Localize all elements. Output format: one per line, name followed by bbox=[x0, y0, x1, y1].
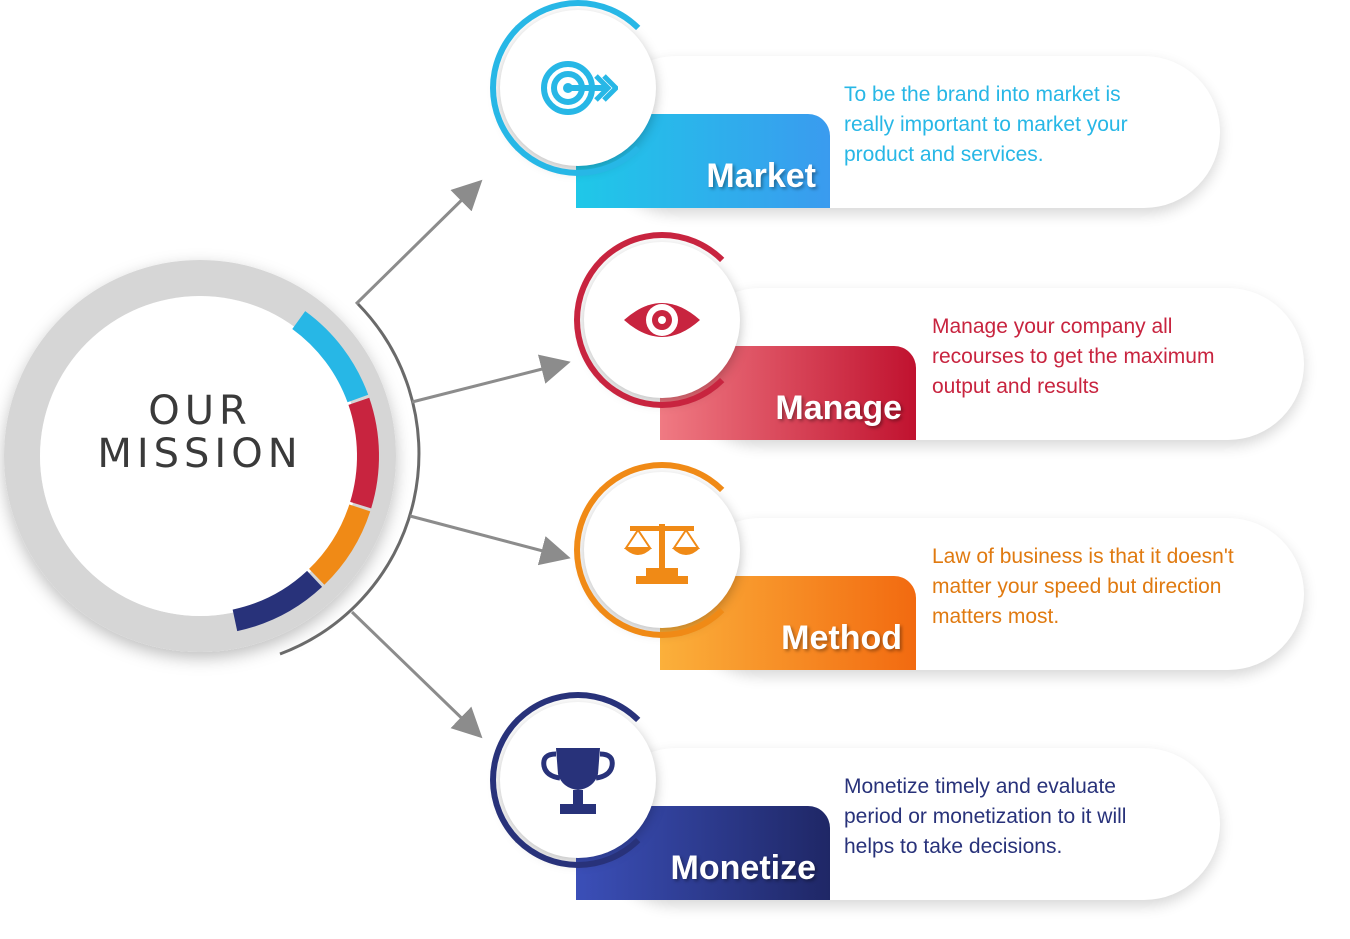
arrow-to-market bbox=[354, 179, 483, 306]
manage-desc-line-2: recourses to get the maximum bbox=[932, 345, 1215, 368]
method-desc-line-3: matters most. bbox=[932, 605, 1060, 628]
market-desc-line-3: product and services. bbox=[844, 143, 1044, 166]
monetize-desc-line-2: period or monetization to it will bbox=[844, 805, 1127, 828]
market-icon-disc bbox=[490, 0, 666, 176]
manage-icon-disc bbox=[574, 232, 750, 408]
market-label: Market bbox=[706, 157, 816, 195]
market-segment bbox=[292, 311, 369, 403]
manage-description: Manage your company all recourses to get… bbox=[932, 312, 1292, 402]
monetize-label: Monetize bbox=[670, 849, 816, 887]
market-description: To be the brand into market is really im… bbox=[844, 80, 1204, 170]
method-segment bbox=[308, 504, 371, 585]
method-icon-disc bbox=[574, 462, 750, 638]
market-desc-line-2: really important to market your bbox=[844, 113, 1128, 136]
monetize-desc-line-1: Monetize timely and evaluate bbox=[844, 775, 1116, 798]
trophy-icon bbox=[538, 740, 618, 820]
method-label: Method bbox=[781, 619, 902, 657]
monetize-segment bbox=[232, 570, 323, 632]
center-title: OUR MISSION bbox=[40, 390, 360, 476]
manage-desc-line-3: output and results bbox=[932, 375, 1099, 398]
market-desc-line-1: To be the brand into market is bbox=[844, 83, 1121, 106]
arrow-to-monetize bbox=[350, 610, 483, 739]
monetize-icon-disc bbox=[490, 692, 666, 868]
monetize-desc-line-3: helps to take decisions. bbox=[844, 835, 1063, 858]
method-desc-line-2: matter your speed but direction bbox=[932, 575, 1222, 598]
eye-icon bbox=[622, 280, 702, 360]
arrow-to-manage bbox=[411, 354, 571, 404]
inner-white-circle bbox=[40, 296, 360, 616]
title-line-2: MISSION bbox=[97, 431, 303, 477]
thin-outer-arc bbox=[279, 302, 421, 656]
method-desc-line-1: Law of business is that it doesn't bbox=[932, 545, 1234, 568]
manage-label: Manage bbox=[775, 389, 902, 427]
manage-segment bbox=[348, 397, 379, 509]
monetize-description: Monetize timely and evaluate period or m… bbox=[844, 772, 1204, 862]
manage-desc-line-1: Manage your company all bbox=[932, 315, 1173, 338]
title-line-1: OUR bbox=[148, 388, 252, 434]
balance-scale-icon bbox=[622, 510, 702, 590]
method-description: Law of business is that it doesn't matte… bbox=[932, 542, 1302, 632]
target-arrow-icon bbox=[538, 48, 620, 128]
arrow-to-method bbox=[409, 514, 571, 566]
color-segments bbox=[232, 311, 379, 632]
